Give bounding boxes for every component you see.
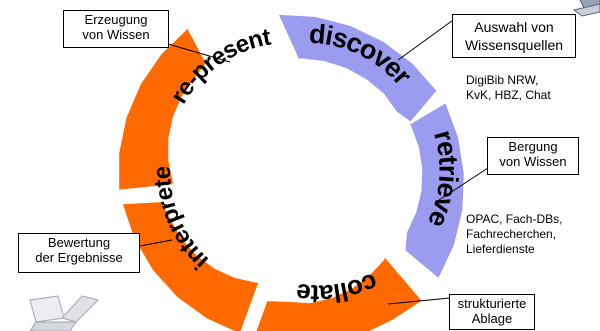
erzeugung-pointer (167, 43, 231, 63)
bergung-line2: von Wissen (499, 154, 567, 169)
auswahl-line2: Wissensquellen (464, 37, 564, 53)
ablage-callout: strukturierte Ablage (449, 294, 535, 330)
represent-segment (119, 29, 206, 190)
collate-segment (256, 257, 422, 331)
bergung-line1: Bergung (508, 139, 558, 154)
ablage-line2: Ablage (471, 311, 513, 326)
auswahl-pointer (397, 17, 457, 61)
erzeugung-callout: Erzeugung von Wissen (63, 10, 169, 48)
bewertung-callout: Bewertung der Ergebnisse (18, 233, 140, 273)
bewertung-line1: Bewertung (47, 235, 111, 250)
ablage-pointer (387, 297, 451, 305)
interprete-segment (122, 202, 259, 331)
bewertung-pointer (139, 239, 173, 247)
bergung-callout: Bergung von Wissen (487, 137, 579, 175)
discover-sources-line2: KvK, HBZ, Chat (466, 88, 551, 102)
bewertung-line2: der Ergebnisse (35, 250, 123, 265)
discover-segment (279, 14, 437, 122)
erzeugung-line2: von Wissen (82, 27, 150, 42)
retrieve-sources-note: OPAC, Fach-DBs, Fachrecherchen, Lieferdi… (466, 212, 562, 257)
auswahl-line1: Auswahl von (474, 19, 554, 35)
auswahl-callout: Auswahl von Wissensquellen (452, 14, 576, 58)
retrieve-segment (405, 103, 464, 278)
ablage-line1: strukturierte (457, 296, 527, 311)
retrieve-sources-line2: Fachrecherchen, (466, 227, 557, 241)
retrieve-sources-line3: Lieferdienste (466, 242, 535, 256)
laptop-icon-top-right (572, 0, 600, 17)
laptop-icon-bottom-left (29, 295, 100, 331)
bergung-pointer (435, 167, 489, 203)
discover-sources-line1: DigiBib NRW, (466, 73, 539, 87)
discover-sources-note: DigiBib NRW, KvK, HBZ, Chat (466, 73, 551, 103)
erzeugung-line1: Erzeugung (84, 12, 148, 27)
retrieve-sources-line1: OPAC, Fach-DBs, (466, 212, 563, 226)
